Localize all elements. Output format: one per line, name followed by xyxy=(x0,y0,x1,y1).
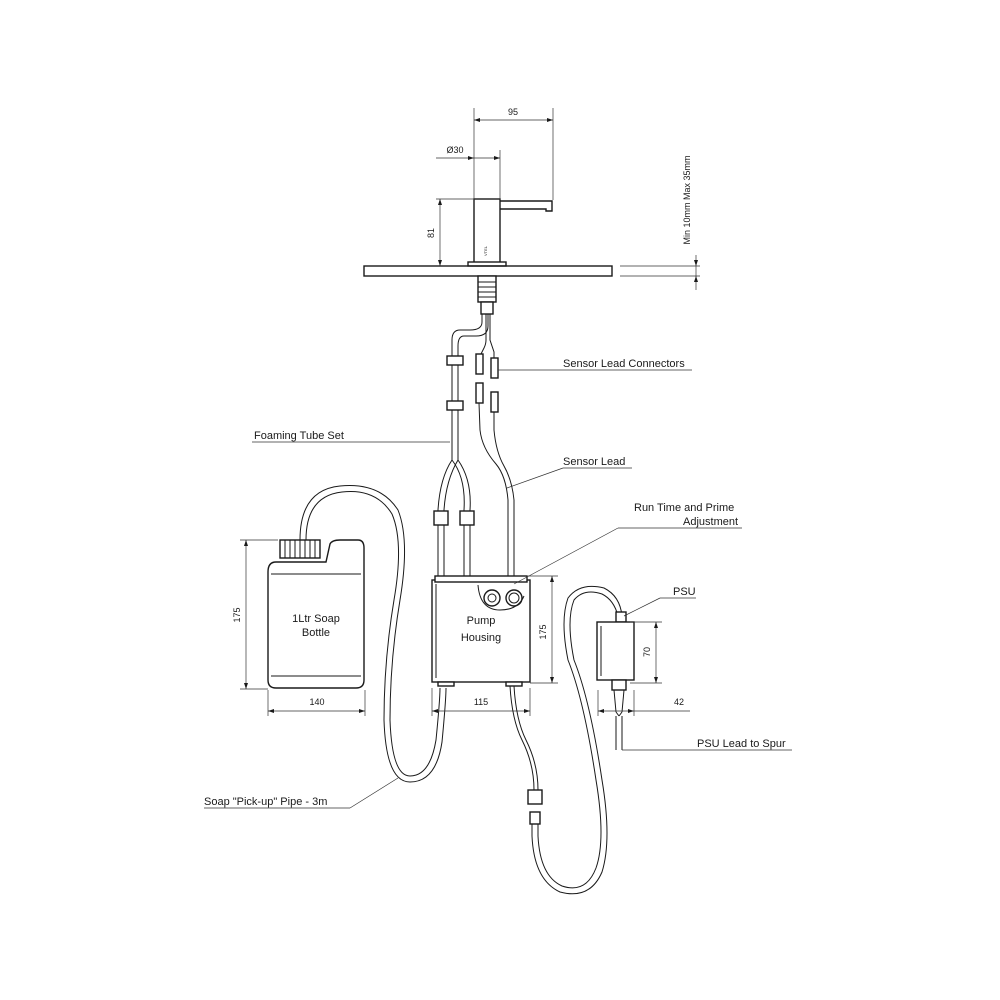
dim-tap-height: 81 xyxy=(426,228,436,238)
bottle-label-line1: 1Ltr Soap xyxy=(292,613,340,625)
dim-psu-width: 42 xyxy=(674,697,684,707)
pump-label-line1: Pump xyxy=(467,615,496,627)
tube-coupler-bottom xyxy=(446,400,464,411)
psu-strain-relief xyxy=(611,679,627,691)
tap-logo: VTEL xyxy=(483,245,488,256)
soap-bottle: 1Ltr Soap Bottle xyxy=(267,485,447,783)
tap-spout xyxy=(500,200,553,212)
dim-deck-thickness: Min 10mm Max 35mm xyxy=(682,155,692,244)
pump-housing: Pump Housing xyxy=(431,575,531,687)
tap-assembly: VTEL xyxy=(363,198,700,315)
label-foaming-tube-set: Foaming Tube Set xyxy=(254,430,344,442)
label-sensor-lead-connectors: Sensor Lead Connectors xyxy=(563,358,685,370)
sensor-connector-a xyxy=(475,353,484,375)
tube-connector-right xyxy=(459,510,475,526)
psu xyxy=(596,611,635,750)
sensor-connector-b xyxy=(490,357,499,379)
bottle-dimensions: 175 140 xyxy=(232,539,366,716)
tap-tubing xyxy=(433,314,515,580)
psu-body xyxy=(596,621,635,681)
dim-spout-diameter: Ø30 xyxy=(446,145,463,155)
power-cable xyxy=(509,585,623,895)
bottle-label-line2: Bottle xyxy=(302,627,330,639)
tap-body xyxy=(473,198,501,266)
shank-nut xyxy=(480,301,494,315)
dim-bottle-height: 175 xyxy=(232,607,242,622)
tube-connector-left xyxy=(433,510,449,526)
dim-pump-width: 115 xyxy=(474,697,488,707)
label-run-time-line2: Adjustment xyxy=(683,516,738,528)
dim-psu-height: 70 xyxy=(642,647,652,657)
label-sensor-lead: Sensor Lead xyxy=(563,456,625,468)
pump-body xyxy=(431,579,531,683)
prime-knob xyxy=(483,589,501,607)
psu-dimensions: 70 42 xyxy=(597,621,690,716)
label-psu-lead: PSU Lead to Spur xyxy=(697,738,786,750)
dim-pump-height: 175 xyxy=(538,624,548,639)
dim-spout-reach: 95 xyxy=(508,107,518,117)
inline-connector-bottom xyxy=(529,811,541,825)
tap-dimensions: 95 Ø30 81 Min 10mm Max 35mm xyxy=(426,107,698,290)
run-time-knob xyxy=(505,589,523,607)
threaded-shank xyxy=(477,275,497,303)
pump-dimensions: 175 115 xyxy=(431,575,558,716)
tube-coupler-top xyxy=(446,355,464,366)
callouts: Sensor Lead Connectors Foaming Tube Set … xyxy=(204,358,792,809)
sensor-connector-c xyxy=(475,382,484,404)
sensor-connector-d xyxy=(490,391,499,413)
inline-connector-top xyxy=(527,789,543,805)
pump-label-line2: Housing xyxy=(461,632,501,644)
dim-bottle-width: 140 xyxy=(309,697,324,707)
pump-top-lid xyxy=(434,575,528,583)
label-run-time-line1: Run Time and Prime xyxy=(634,502,734,514)
deck-plate xyxy=(363,265,613,277)
label-psu: PSU xyxy=(673,586,696,598)
label-pickup-pipe: Soap "Pick-up" Pipe - 3m xyxy=(204,796,327,808)
bottle-body xyxy=(267,539,365,689)
